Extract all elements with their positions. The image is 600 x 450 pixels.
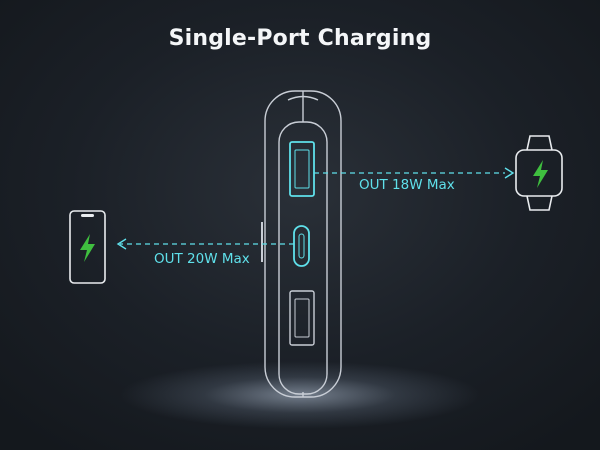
- output-label-20w: OUT 20W Max: [154, 251, 250, 267]
- smartwatch-icon: [515, 135, 563, 211]
- phone-bolt-icon: [80, 234, 95, 262]
- usb-a-port-top: [289, 141, 315, 197]
- output-label-18w: OUT 18W Max: [359, 177, 455, 193]
- usb-a-port-bottom: [289, 290, 315, 346]
- usb-c-port: [293, 225, 310, 267]
- watch-bolt-icon: [533, 160, 548, 188]
- phone-icon: [69, 210, 106, 284]
- connector-lines: [116, 167, 515, 250]
- page-title: Single-Port Charging: [168, 26, 432, 51]
